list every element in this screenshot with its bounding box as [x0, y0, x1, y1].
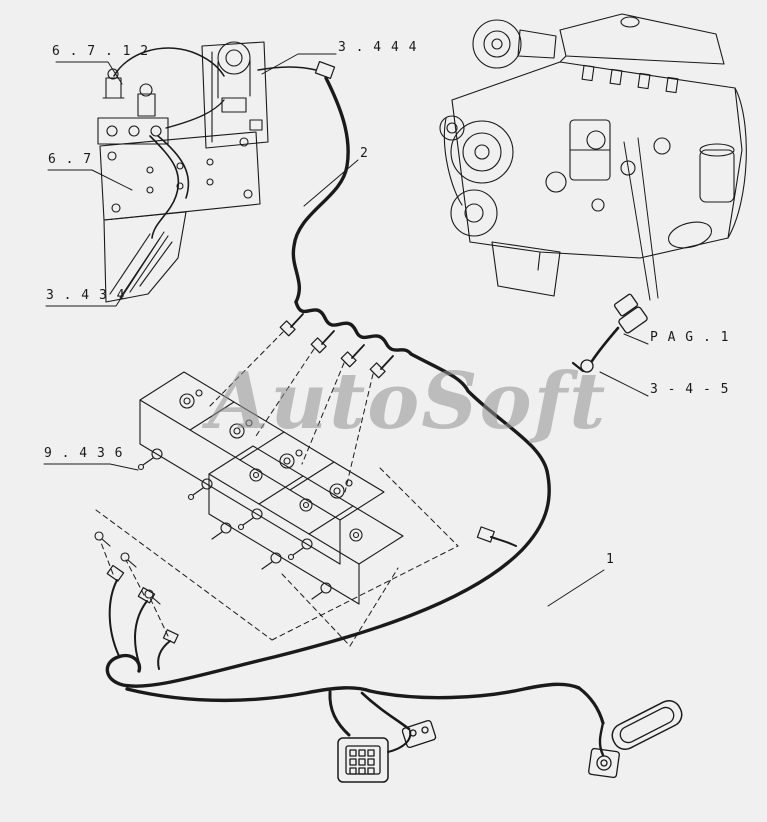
- callout-3-4-5: 3 - 4 - 5: [650, 382, 730, 397]
- callout-leaders: [43, 53, 659, 607]
- callout-2: 2: [360, 146, 369, 161]
- main-wiring-harness: [105, 61, 605, 757]
- callout-3-444: 3 . 4 4 4: [338, 40, 418, 55]
- callout-3-434: 3 . 4 3 4: [46, 288, 126, 303]
- callout-9-436: 9 . 4 3 6: [44, 446, 124, 461]
- projection-lines: [95, 331, 459, 647]
- control-valve-assembly: [94, 371, 404, 605]
- engine-illustration: [439, 13, 747, 297]
- sensor-bracket-assembly: [97, 41, 269, 303]
- callout-6-7-12: 6 . 7 . 1 2: [52, 44, 150, 59]
- callout-pag-1: P A G . 1: [650, 330, 730, 345]
- callout-6-7: 6 . 7: [48, 152, 93, 167]
- callout-1: 1: [606, 552, 615, 567]
- engine-connector: [571, 293, 648, 373]
- bottom-connectors: [337, 700, 683, 783]
